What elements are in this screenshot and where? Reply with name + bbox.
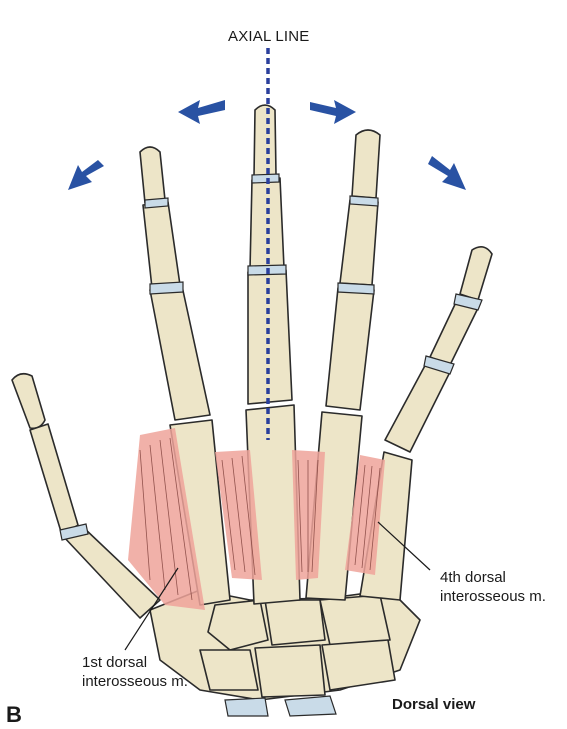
- abduction-arrows: [68, 100, 466, 190]
- carpal-bones: [149, 589, 421, 717]
- fourth-dorsal-label: 4th dorsal interosseous m.: [440, 569, 546, 605]
- view-label: Dorsal view: [392, 696, 476, 713]
- thumb: [11, 372, 161, 619]
- little-finger: [359, 246, 493, 601]
- leader-1st: [124, 567, 179, 651]
- arrow-ring-icon: [310, 100, 356, 124]
- axial-line-label: AXIAL LINE: [228, 28, 310, 45]
- leader-4th: [377, 521, 431, 571]
- panel-label: B: [6, 702, 22, 727]
- arrow-thumb-icon: [68, 160, 104, 190]
- arrow-little-icon: [428, 156, 466, 190]
- first-dorsal-label: 1st dorsal interosseous m.: [82, 654, 188, 690]
- dorsal-interosseous-muscles: [128, 428, 385, 610]
- arrow-index-icon: [178, 100, 225, 124]
